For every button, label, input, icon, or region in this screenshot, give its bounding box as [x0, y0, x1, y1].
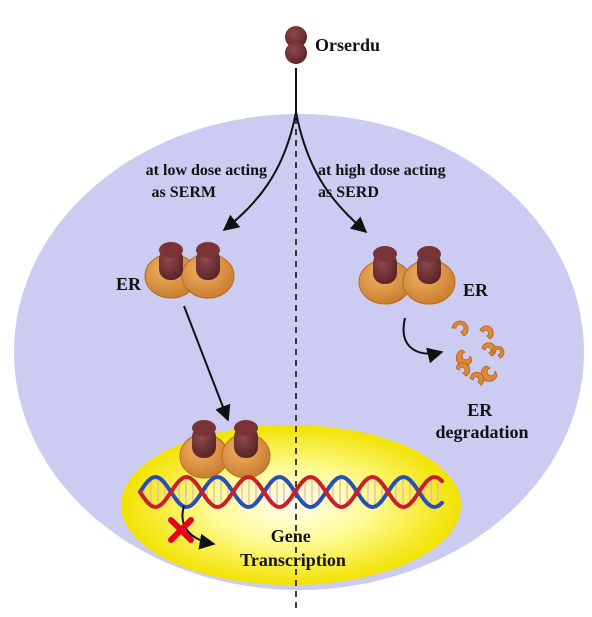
- high-dose-label: at high dose acting as SERD: [318, 162, 450, 201]
- drug-name-label: Orserdu: [315, 35, 380, 55]
- degradation-line1: ER: [467, 400, 493, 420]
- er-complex-nucleus: [179, 420, 271, 479]
- er-label-left: ER: [116, 274, 142, 294]
- er-fragments-icon: [451, 320, 505, 386]
- er-complex-right: [358, 246, 456, 305]
- gene-transcription-label: Gene Transcription: [240, 526, 346, 570]
- high-dose-line1: at high dose acting: [318, 162, 446, 179]
- degradation-label: ER degradation: [435, 400, 528, 442]
- low-dose-line1: at low dose acting: [146, 162, 267, 179]
- er-label-right: ER: [463, 280, 489, 300]
- gene-label-line1: Gene: [271, 526, 311, 546]
- dna-helix: [138, 475, 444, 509]
- branch-arrows: [222, 68, 368, 234]
- low-dose-line2: as SERM: [152, 184, 216, 201]
- orserdu-molecule-icon: [285, 26, 307, 64]
- er-complex-left: [144, 242, 235, 299]
- gene-label-line2: Transcription: [240, 550, 346, 570]
- degradation-arrow: [402, 317, 444, 364]
- dna-strand-blue: [138, 475, 444, 509]
- block-x-icon: [168, 517, 194, 543]
- high-dose-line2: as SERD: [318, 184, 379, 201]
- degradation-line2: degradation: [435, 422, 528, 442]
- er-to-nucleus-arrow: [183, 305, 231, 422]
- dna-strand-red: [138, 475, 444, 509]
- low-dose-label: at low dose acting as SERM: [146, 162, 271, 201]
- transcription-arrow: [181, 505, 216, 550]
